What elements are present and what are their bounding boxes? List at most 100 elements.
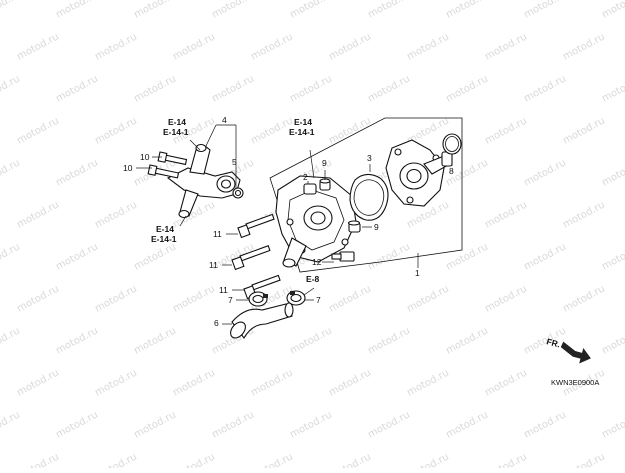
watermark-text: motod.ru (561, 451, 607, 468)
watermark-text: motod.ru (132, 73, 178, 104)
watermark-text: motod.ru (210, 409, 256, 440)
watermark-text: motod.ru (54, 0, 100, 21)
callout-11-lower: 11 (219, 285, 228, 295)
watermark-text: motod.ru (600, 241, 625, 272)
watermark-text: motod.ru (249, 31, 295, 62)
watermark-text: motod.ru (405, 283, 451, 314)
ref-lower-left-b: E-14-1 (151, 234, 177, 244)
watermark-text: motod.ru (171, 451, 217, 468)
watermark-text: motod.ru (93, 115, 139, 146)
watermark-text: motod.ru (444, 409, 490, 440)
watermark-text: motod.ru (600, 157, 625, 188)
bolt-11-middle (231, 245, 271, 271)
watermark-text: motod.ru (171, 367, 217, 398)
watermark-text: motod.ru (210, 0, 256, 21)
watermark-text: motod.ru (561, 31, 607, 62)
watermark-text: motod.ru (132, 325, 178, 356)
watermark-text: motod.ru (327, 115, 373, 146)
watermark-text: motod.ru (327, 367, 373, 398)
watermark-text: motod.ru (15, 451, 61, 468)
watermark-text: motod.ru (327, 451, 373, 468)
water-pipe-joint (166, 143, 244, 219)
callout-11-middle: 11 (209, 260, 218, 270)
watermark-text: motod.ru (366, 0, 412, 21)
watermark-text: motod.ru (0, 157, 22, 188)
hose-clamp-7-left (248, 291, 268, 307)
watermark-text: motod.ru (249, 451, 295, 468)
watermark-text: motod.ru (288, 73, 334, 104)
watermark-text: motod.ru (483, 115, 529, 146)
watermark-text: motod.ru (483, 31, 529, 62)
watermark-text: motod.ru (132, 409, 178, 440)
callout-5: 5 (232, 157, 237, 167)
callout-9-lower: 9 (374, 222, 379, 232)
watermark-text: motod.ru (54, 73, 100, 104)
watermark-text: motod.ru (54, 409, 100, 440)
watermark-text: motod.ru (522, 157, 568, 188)
watermark-text: motod.ru (561, 283, 607, 314)
watermark-text: motod.ru (171, 31, 217, 62)
watermark-text: motod.ru (444, 73, 490, 104)
callout-2: 2 (303, 172, 308, 182)
dowel-pin-9-upper (319, 178, 331, 191)
hose-clamp-7-right (286, 290, 306, 306)
callout-10-lower: 10 (123, 163, 133, 173)
water-pump-body (385, 139, 453, 207)
callout-7-right: 7 (316, 295, 321, 305)
ref-upper-left-a: E-14 (168, 117, 186, 127)
ref-upper-mid-b: E-14-1 (289, 127, 315, 137)
watermark-text: motod.ru (522, 409, 568, 440)
watermark-text: motod.ru (483, 451, 529, 468)
watermark-text: motod.ru (0, 409, 22, 440)
callout-10-upper: 10 (140, 152, 150, 162)
bolt-10-lower (147, 164, 180, 179)
watermark-text: motod.ru (405, 367, 451, 398)
watermark-text: motod.ru (444, 0, 490, 21)
watermark-text: motod.ru (483, 199, 529, 230)
callout-12: 12 (312, 257, 322, 267)
ref-upper-left-b: E-14-1 (163, 127, 189, 137)
watermark-text: motod.ru (600, 73, 625, 104)
watermark-text: motod.ru (483, 367, 529, 398)
watermark-text: motod.ru (561, 199, 607, 230)
watermark-text: motod.ru (93, 451, 139, 468)
assembly-outline (269, 117, 463, 273)
callout-1: 1 (415, 268, 420, 278)
watermark-text: motod.ru (132, 0, 178, 21)
watermark-text: motod.ru (522, 325, 568, 356)
watermark-text: motod.ru (54, 157, 100, 188)
ref-mid: E-8 (306, 274, 320, 284)
watermark-text: motod.ru (444, 325, 490, 356)
watermark-text: motod.ru (600, 325, 625, 356)
watermark-text: motod.ru (288, 325, 334, 356)
watermark-text: motod.ru (0, 73, 22, 104)
watermark-text: motod.ru (522, 0, 568, 21)
watermark-text: motod.ru (15, 283, 61, 314)
watermark-text: motod.ru (366, 409, 412, 440)
water-hose-6 (231, 303, 293, 339)
watermark-text: motod.ru (483, 283, 529, 314)
direction-label: FR. (545, 336, 561, 349)
watermark-text: motod.ru (54, 241, 100, 272)
watermark-text: motod.ru (327, 31, 373, 62)
dowel-pin-9-lower (347, 220, 361, 233)
watermark-text: motod.ru (93, 199, 139, 230)
water-pump-cover (275, 175, 357, 268)
watermark-text: motod.ru (132, 241, 178, 272)
watermark-text: motod.ru (561, 115, 607, 146)
bolt-10-upper (157, 151, 188, 166)
watermark-text: motod.ru (366, 325, 412, 356)
watermark-text: motod.ru (444, 241, 490, 272)
watermark-text: motod.ru (93, 31, 139, 62)
callout-3: 3 (367, 153, 372, 163)
gasket-3 (349, 173, 389, 221)
callout-4: 4 (222, 115, 227, 125)
watermark-text: motod.ru (405, 31, 451, 62)
callout-11-upper: 11 (213, 229, 222, 239)
watermark-text: motod.ru (0, 0, 22, 21)
watermark-text: motod.ru (93, 283, 139, 314)
watermark-text: motod.ru (15, 199, 61, 230)
watermark-text: motod.ru (522, 241, 568, 272)
